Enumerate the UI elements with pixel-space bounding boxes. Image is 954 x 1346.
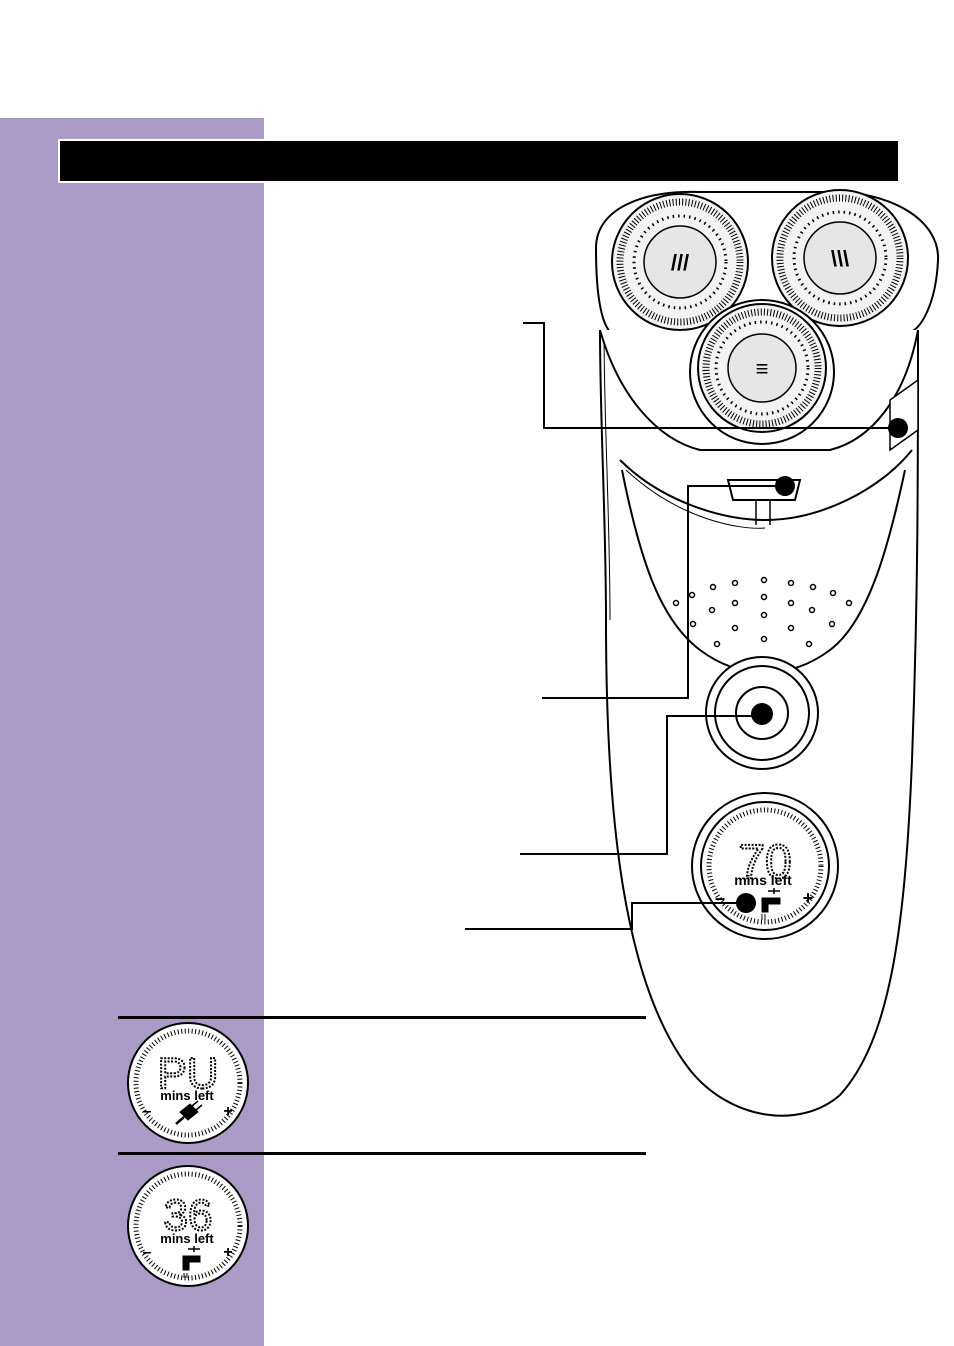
main-display: 70 mins left – + (691, 792, 839, 940)
display-unit-label: mins left (734, 872, 792, 888)
display-example-plug: PU mins left – + (127, 1022, 249, 1144)
minus-symbol: – (715, 888, 725, 908)
display-example-value: PU (157, 1049, 218, 1098)
display-value: 70 (738, 836, 791, 889)
svg-text:\\\: \\\ (831, 246, 849, 271)
plus-symbol: + (223, 1103, 232, 1120)
minus-symbol: – (143, 1244, 152, 1261)
section-divider (118, 1152, 646, 1155)
display-example-rinse: 36 mins left – + (127, 1165, 249, 1287)
plus-symbol: + (223, 1244, 232, 1261)
shaving-head-left: /// (611, 193, 749, 331)
tap-rinse-icon (182, 1246, 201, 1278)
display-example-value: 36 (164, 1191, 213, 1240)
plus-symbol: + (803, 888, 814, 908)
tap-rinse-icon (761, 888, 781, 920)
plug-icon (175, 1100, 203, 1125)
shaving-head-right: \\\ (771, 189, 909, 327)
callout-lines (465, 322, 898, 930)
display-example-unit-label: mins left (160, 1088, 214, 1103)
section-divider (118, 1016, 646, 1019)
display-example-unit-label: mins left (160, 1231, 214, 1246)
shaving-head-bottom: ≡ (689, 299, 835, 445)
svg-text:≡: ≡ (756, 356, 769, 381)
minus-symbol: – (143, 1103, 152, 1120)
vent-holes (672, 576, 853, 648)
title-bar (60, 141, 898, 181)
sidebar-panel (0, 118, 264, 1346)
svg-text:///: /// (671, 250, 689, 275)
